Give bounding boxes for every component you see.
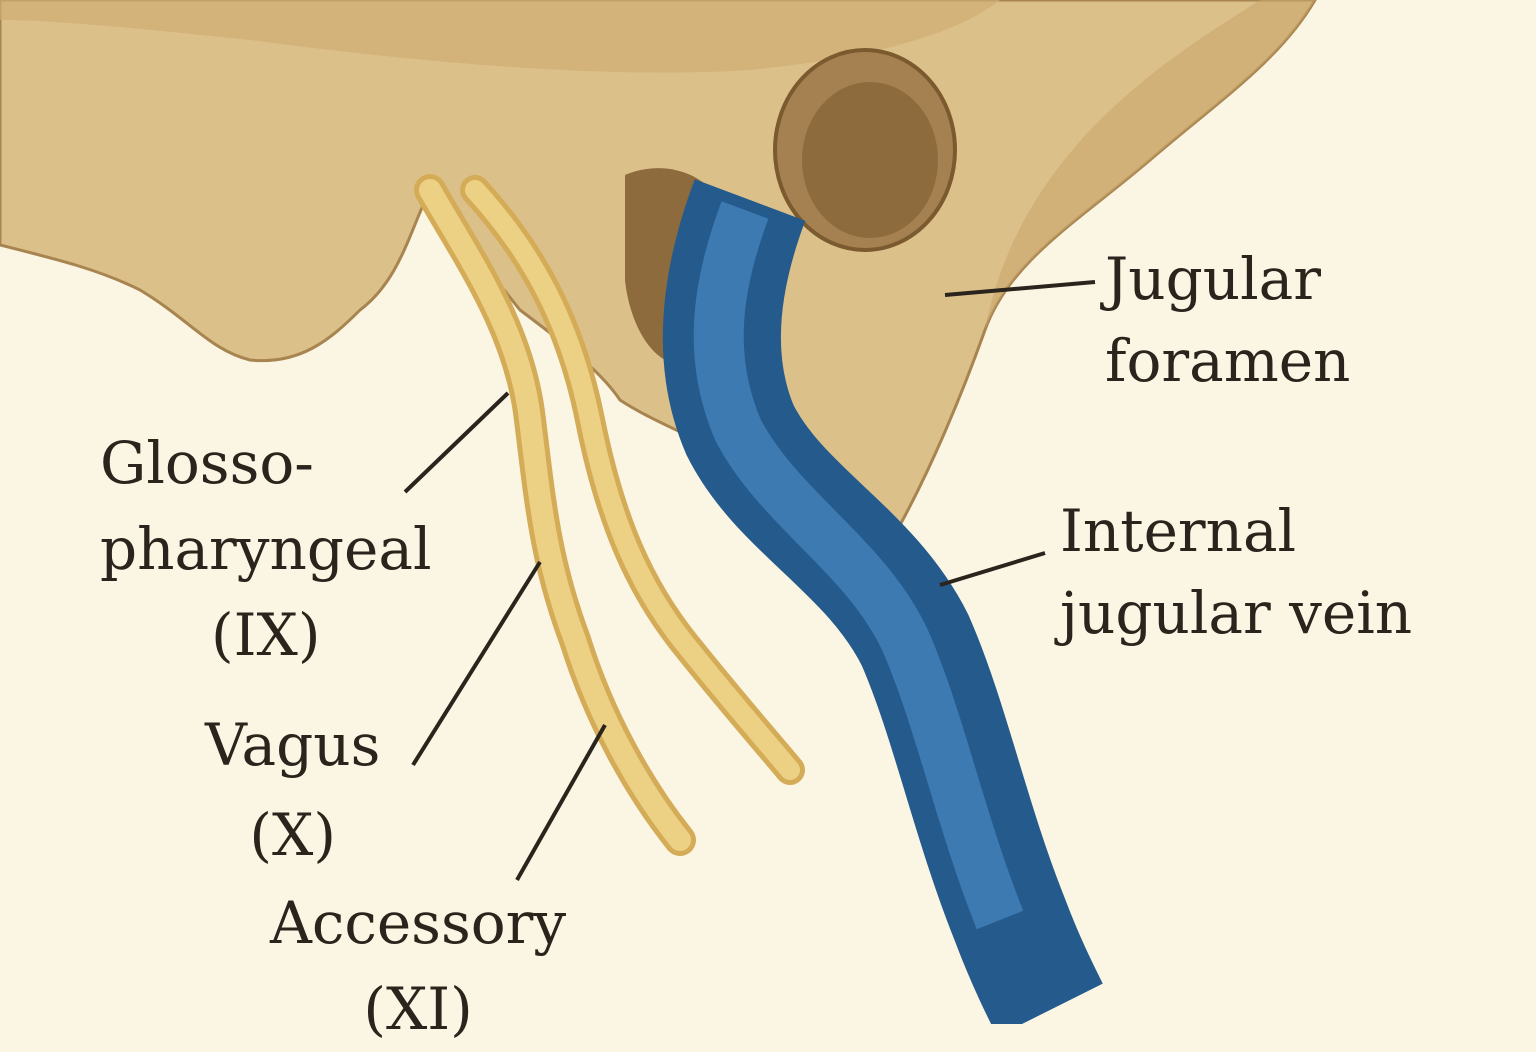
label-line: Internal <box>1060 497 1297 565</box>
vagus-nerve <box>465 180 800 780</box>
label-line: (X) <box>249 801 336 869</box>
label-line: (XI) <box>363 975 473 1043</box>
leader-line-vagus <box>411 560 542 767</box>
leader-line-internal-jugular-vein <box>939 551 1046 587</box>
label-vagus: Vagus (X) <box>205 700 380 880</box>
label-line: Accessory <box>270 889 567 957</box>
leader-lines <box>403 280 1096 881</box>
label-line: Jugular <box>1105 245 1321 313</box>
label-line: Vagus <box>205 711 381 779</box>
vein-highlight <box>693 201 1024 930</box>
leader-line-accessory <box>515 724 607 881</box>
bone-hole-inner <box>802 82 938 238</box>
glossopharyngeal-nerve <box>419 179 691 851</box>
label-glossopharyngeal: Glosso- pharyngeal (IX) <box>100 420 432 678</box>
anatomy-illustration <box>0 0 1317 1024</box>
bone-right-shading <box>985 0 1315 330</box>
leader-line-glossopharyngeal <box>403 391 510 494</box>
label-line: (IX) <box>211 601 321 669</box>
label-line: Glosso- <box>100 429 314 497</box>
label-internal-jugular-vein: Internal jugular vein <box>1060 490 1412 654</box>
label-accessory: Accessory (XI) <box>270 880 566 1052</box>
label-line: pharyngeal <box>100 515 432 583</box>
label-line: jugular vein <box>1060 579 1413 647</box>
label-jugular-foramen: Jugular foramen <box>1105 238 1350 402</box>
leader-line-jugular-foramen <box>944 280 1096 297</box>
bone-ridge-shading <box>0 0 1000 73</box>
label-line: foramen <box>1105 327 1351 395</box>
